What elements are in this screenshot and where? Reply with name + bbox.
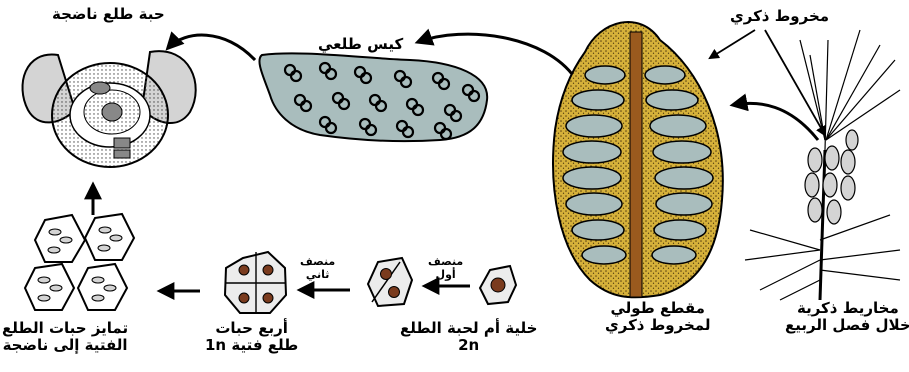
label-pollen-sac: كيس طلعي xyxy=(318,36,403,53)
differentiating-grains xyxy=(25,214,134,310)
label-male-cones-spring: مخاريط ذكرية خلال فصل الربيع xyxy=(785,300,909,335)
label-meiosis-2-line2: ثاني xyxy=(300,269,335,282)
cone-axis xyxy=(630,32,642,297)
label-male-cone: مخروط ذكري xyxy=(730,8,829,25)
label-cones-line2: خلال فصل الربيع xyxy=(785,317,909,334)
label-mother-cell-line2: 2n xyxy=(400,337,537,354)
label-meiosis-1: منصف أول xyxy=(428,256,463,281)
label-mother-cell: خلية أم لحبة الطلع 2n xyxy=(400,320,537,355)
label-four-line2: طلع فتية 1n xyxy=(205,337,298,354)
label-differentiation: تمايز حبات الطلع الفتية إلى ناضجة xyxy=(2,320,128,355)
label-mother-cell-line1: خلية أم لحبة الطلع xyxy=(400,320,537,337)
label-meiosis-2: منصف ثاني xyxy=(300,256,335,281)
pine-branch xyxy=(745,30,900,300)
mature-pollen-grain xyxy=(22,51,195,167)
mother-cell xyxy=(480,266,516,304)
arrow-sac-to-mature xyxy=(168,35,255,60)
label-section-line1: مقطع طولي xyxy=(605,300,710,317)
pollen-sac xyxy=(259,53,487,141)
arrow-branch-to-section xyxy=(733,103,818,140)
label-meiosis-2-line1: منصف xyxy=(300,256,335,269)
label-diff-line1: تمايز حبات الطلع xyxy=(2,320,128,337)
label-meiosis-1-line2: أول xyxy=(428,269,463,282)
label-cones-line1: مخاريط ذكرية xyxy=(785,300,909,317)
cone-longitudinal-section xyxy=(553,22,723,297)
label-four-grains: أربع حبات طلع فتية 1n xyxy=(205,320,298,355)
label-section-line2: لمخروط ذكري xyxy=(605,317,710,334)
pollen-nucleus xyxy=(102,103,122,121)
label-diff-line2: الفتية إلى ناضجة xyxy=(2,337,128,354)
pointer-male-cone-1 xyxy=(710,30,755,58)
male-cones-cluster xyxy=(805,130,858,224)
dividing-cell xyxy=(368,258,412,306)
label-four-line1: أربع حبات xyxy=(205,320,298,337)
label-mature-grain: حبة طلع ناضجة xyxy=(52,6,165,23)
label-section: مقطع طولي لمخروط ذكري xyxy=(605,300,710,335)
label-meiosis-1-line1: منصف xyxy=(428,256,463,269)
tetrad-cells xyxy=(225,252,286,313)
